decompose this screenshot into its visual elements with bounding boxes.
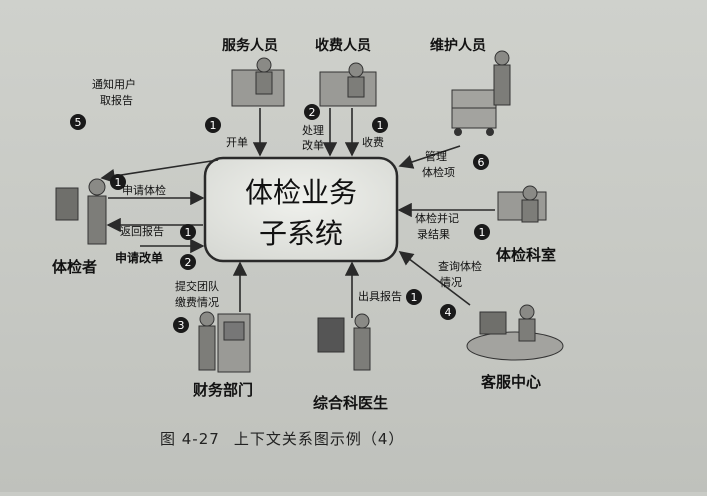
kaidan-badge: 1 xyxy=(210,119,217,132)
label-maintenance: 维护人员 xyxy=(430,37,486,54)
figure-title: 上下文关系图示例（4） xyxy=(233,430,405,448)
shenqing-label: 申请体检 xyxy=(122,183,166,197)
flow-kaidan: 1 开单 xyxy=(205,117,248,149)
chuju-label: 出具报告 xyxy=(358,289,402,303)
flow-gaidan: 申请改单 2 xyxy=(115,250,196,270)
chaxun-badge: 4 xyxy=(445,306,452,319)
actor-cashier: 收费人员 xyxy=(315,37,377,107)
arrow-guanli xyxy=(398,145,461,169)
dengji-badge: 1 xyxy=(479,226,486,239)
chuli-badge: 2 xyxy=(309,106,316,119)
flow-chuju: 出具报告 1 xyxy=(358,289,422,305)
notify-label-2: 取报告 xyxy=(100,93,133,107)
flow-arrows xyxy=(100,108,495,318)
notify-label-1: 通知用户 xyxy=(92,77,136,91)
actor-customer-service: 客服中心 xyxy=(466,304,564,391)
flow-tuandui: 提交团队 缴费情况 3 xyxy=(173,279,219,333)
flow-fanhui: 返回报告 1 xyxy=(120,224,196,240)
flow-chuli: 2 处理 改单 xyxy=(302,104,324,152)
figure-number: 图 4-27 xyxy=(160,430,220,448)
chuli-label-1: 处理 xyxy=(302,124,324,137)
flow-shoufei: 1 收费 xyxy=(362,117,388,149)
label-customer-service: 客服中心 xyxy=(480,373,541,391)
notify-badge: 5 xyxy=(75,116,82,129)
shoufei-badge: 1 xyxy=(377,119,384,132)
central-system: 体检业务 子系统 xyxy=(203,156,399,263)
guanli-label-2: 体检项 xyxy=(422,165,455,179)
tuandui-label-2: 缴费情况 xyxy=(175,295,219,309)
actor-examinee: 体检者 xyxy=(52,178,107,276)
system-title-line1: 体检业务 xyxy=(245,176,357,209)
flow-guanli: 管理 体检项 6 xyxy=(422,149,489,179)
system-title-line2: 子系统 xyxy=(259,217,343,250)
label-exam-department: 体检科室 xyxy=(496,246,556,264)
gaidan-badge: 2 xyxy=(185,256,192,269)
actor-general-doctor: 综合科医生 xyxy=(313,313,388,412)
actor-service-staff: 服务人员 xyxy=(222,37,285,107)
shoufei-label: 收费 xyxy=(362,135,384,149)
chaxun-label-2: 情况 xyxy=(440,276,462,289)
fanhui-label: 返回报告 xyxy=(120,224,164,238)
chaxun-label-1: 查询体检 xyxy=(438,259,482,273)
gaidan-label: 申请改单 xyxy=(115,250,163,265)
arrow-chaxun xyxy=(398,251,471,306)
fanhui-badge: 1 xyxy=(185,226,192,239)
label-service-staff: 服务人员 xyxy=(222,37,278,54)
chuju-badge: 1 xyxy=(411,291,418,304)
actor-finance: 财务部门 xyxy=(193,311,253,399)
chuli-label-2: 改单 xyxy=(302,138,324,152)
guanli-badge: 6 xyxy=(478,156,485,169)
dengji-label-1: 体检并记 xyxy=(415,211,459,225)
kaidan-label: 开单 xyxy=(226,136,248,149)
tuandui-label-1: 提交团队 xyxy=(175,279,219,293)
label-examinee: 体检者 xyxy=(52,258,97,276)
label-cashier: 收费人员 xyxy=(315,37,371,54)
figure-caption: 图 4-27 上下文关系图示例（4） xyxy=(160,428,460,449)
tuandui-badge: 3 xyxy=(178,319,185,332)
flow-chaxun: 查询体检 情况 4 xyxy=(438,259,482,320)
guanli-label-1: 管理 xyxy=(425,149,447,163)
shenqing-badge: 1 xyxy=(115,176,122,189)
actor-exam-department: 体检科室 xyxy=(496,185,556,264)
label-general-doctor: 综合科医生 xyxy=(313,394,388,412)
flow-notify: 通知用户 取报告 5 xyxy=(70,77,136,130)
dengji-label-2: 录结果 xyxy=(417,228,450,241)
actor-maintenance: 维护人员 xyxy=(430,37,511,136)
label-finance: 财务部门 xyxy=(193,381,253,399)
flow-dengji: 体检并记 录结果 1 xyxy=(415,211,490,241)
flow-shenqing: 1 申请体检 xyxy=(110,174,166,197)
